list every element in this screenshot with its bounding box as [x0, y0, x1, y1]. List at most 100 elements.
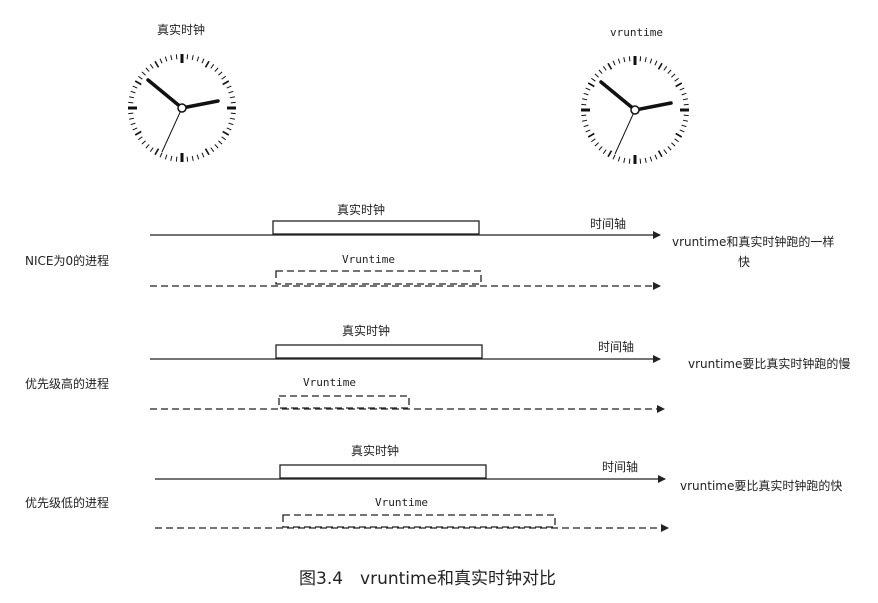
- vruntime-bar: [275, 270, 482, 285]
- clock-tick: [679, 129, 685, 133]
- clock-tick: [583, 124, 589, 128]
- clock-tick: [681, 92, 687, 96]
- clock-tick: [628, 158, 631, 164]
- clock-tick: [667, 69, 672, 74]
- clock-tick: [675, 132, 683, 138]
- left-clock-title: 真实时钟: [157, 22, 205, 37]
- clock-tick: [675, 82, 683, 88]
- clock-tick: [145, 67, 150, 72]
- clock-tick: [585, 129, 591, 133]
- process-label: 优先级高的进程: [25, 376, 109, 391]
- clock-tick: [657, 150, 663, 158]
- clock-tick: [644, 57, 647, 63]
- clock-tick: [585, 87, 591, 91]
- clock-tick: [221, 75, 226, 80]
- clock-tick: [170, 155, 173, 161]
- clock-tick: [674, 77, 679, 82]
- clock-tick: [196, 154, 200, 160]
- process-label: 优先级低的进程: [25, 495, 109, 510]
- clock-tick: [612, 60, 616, 66]
- clock-tick: [639, 158, 642, 164]
- clock-tick: [164, 154, 168, 160]
- clock-tick: [221, 136, 226, 141]
- clock-tick: [222, 80, 230, 86]
- clock-tick: [130, 90, 136, 94]
- vruntime-label: Vruntime: [303, 376, 356, 389]
- clock-tick: [581, 114, 587, 117]
- clock-tick: [623, 57, 626, 63]
- clock-tick: [138, 136, 143, 141]
- clock-tick: [149, 147, 154, 152]
- clock-tick: [132, 85, 138, 89]
- clock-tick: [175, 54, 178, 60]
- clock-tick: [683, 114, 689, 117]
- clock-tick: [141, 140, 146, 145]
- clock-tick: [218, 71, 223, 76]
- clock-tick: [649, 58, 653, 64]
- clock-tick: [229, 117, 235, 120]
- clock-tick: [671, 73, 676, 78]
- clock-tick: [226, 85, 232, 89]
- clock-tick: [228, 90, 234, 94]
- comparison-note: vruntime要比真实时钟跑的快: [680, 478, 842, 493]
- clock-tick: [587, 82, 595, 88]
- clock-tick: [683, 103, 689, 106]
- figure-caption: 图3.4 vruntime和真实时钟对比: [299, 569, 556, 589]
- clock-tick: [201, 58, 205, 64]
- clock-tick: [149, 64, 154, 69]
- clock-tick: [617, 58, 621, 64]
- vruntime-label: Vruntime: [375, 496, 428, 509]
- clock-tick: [591, 77, 596, 82]
- clock-tick: [682, 98, 688, 101]
- clock-tick: [186, 156, 189, 162]
- real-clock-bar: [275, 344, 483, 359]
- vruntime-bar: [278, 395, 410, 409]
- clock-tick: [210, 64, 215, 69]
- clock-tick: [639, 56, 642, 62]
- clock-tick: [134, 130, 142, 136]
- clock-tick: [649, 156, 653, 162]
- clock-tick: [587, 132, 595, 138]
- clock-tick: [623, 157, 626, 163]
- clock-tick: [679, 87, 685, 91]
- clock-tick: [602, 66, 607, 71]
- clock-tick: [612, 154, 616, 160]
- clock-tick: [657, 62, 663, 70]
- clock-tick: [191, 55, 194, 61]
- row-high-priority: 真实时钟 时间轴 vruntime要比真实时钟跑的慢 优先级高的进程 Vrunt…: [25, 323, 850, 413]
- clock-tick: [214, 67, 219, 72]
- clock-tick: [154, 60, 160, 68]
- clock-tick: [598, 69, 603, 74]
- time-axis-label: 时间轴: [590, 216, 626, 231]
- clock-tick: [129, 96, 135, 99]
- clock-tick: [196, 56, 200, 62]
- clock-tick: [663, 149, 668, 154]
- clock-tick: [607, 150, 613, 158]
- clock-tick: [230, 112, 236, 115]
- clock-tick: [191, 155, 194, 161]
- clock-tick: [170, 55, 173, 61]
- real-clock-bar: [272, 220, 480, 235]
- clock-tick: [644, 157, 647, 163]
- clock-tick: [594, 142, 599, 147]
- comparison-note-line2: 快: [738, 255, 750, 269]
- clock-tick: [130, 122, 136, 126]
- clock-tick: [154, 148, 160, 156]
- clock-tick: [128, 101, 134, 104]
- clock-tick: [654, 154, 658, 160]
- clock-tick: [218, 140, 223, 145]
- clock-tick: [164, 56, 168, 62]
- vruntime-label: Vruntime: [342, 253, 395, 266]
- process-label: NICE为0的进程: [25, 253, 109, 268]
- clock-tick: [617, 156, 621, 162]
- clock-tick: [682, 119, 688, 122]
- clock-tick: [581, 103, 587, 106]
- clock-tick: [628, 56, 631, 62]
- clock-tick: [128, 112, 134, 115]
- clock-tick: [204, 60, 210, 68]
- row-low-priority: 真实时钟 时间轴 vruntime要比真实时钟跑的快 优先级低的进程 Vrunt…: [25, 443, 842, 532]
- clock-tick: [201, 152, 205, 158]
- time-axis-label: 时间轴: [602, 459, 638, 474]
- clock-tick: [591, 138, 596, 143]
